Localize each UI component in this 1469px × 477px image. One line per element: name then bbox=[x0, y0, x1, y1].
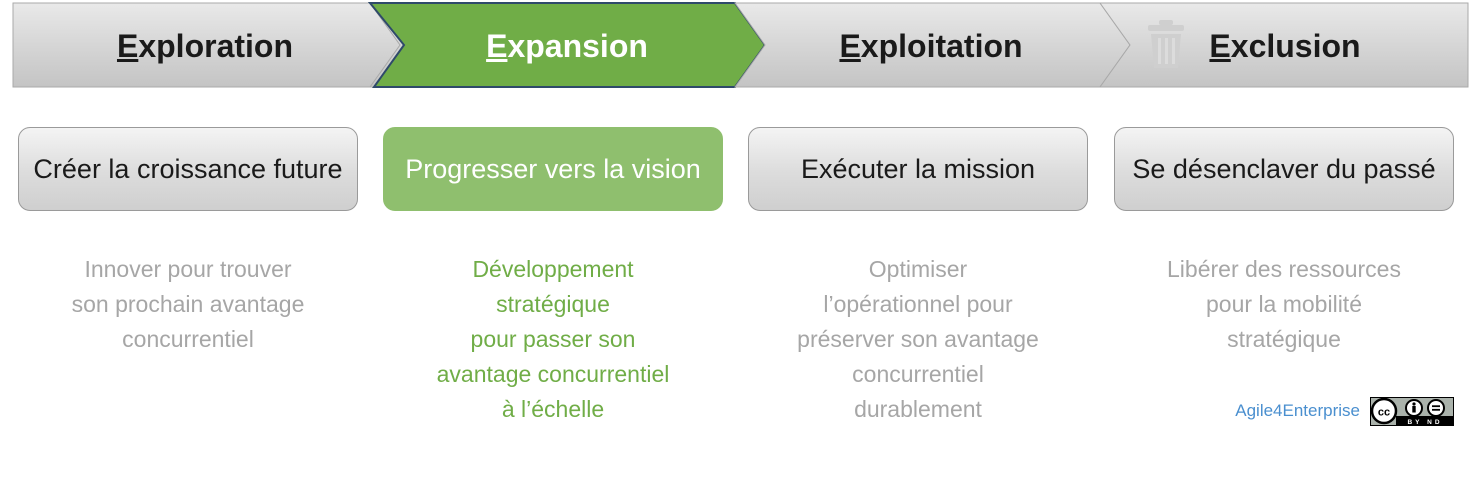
brand-label: Agile4Enterprise bbox=[1235, 401, 1360, 420]
svg-text:cc: cc bbox=[1378, 407, 1390, 419]
phase-title-rest: xploration bbox=[138, 28, 293, 64]
phase-chevron-bar bbox=[12, 1, 1469, 88]
phase-initial: E bbox=[839, 28, 861, 64]
chevron-exclusion bbox=[1099, 2, 1469, 88]
phase-initial: E bbox=[486, 28, 508, 64]
phase-title-rest: xpansion bbox=[507, 28, 648, 64]
chevron-exploration bbox=[12, 2, 401, 88]
trash-icon bbox=[1148, 20, 1184, 68]
goal-box-exploration: Créer la croissance future bbox=[18, 127, 358, 211]
goal-box-exploitation: Exécuter la mission bbox=[748, 127, 1088, 211]
phase-initial: E bbox=[1209, 28, 1231, 64]
description-exclusion: Libérer des ressources pour la mobilité … bbox=[1167, 256, 1401, 352]
license-text: BY ND bbox=[1407, 419, 1442, 426]
phase-title-rest: xclusion bbox=[1230, 28, 1361, 64]
phase-initial: E bbox=[116, 28, 139, 64]
goal-box-exclusion: Se désenclaver du passé bbox=[1114, 127, 1454, 211]
phase-title-rest: xploitation bbox=[860, 28, 1023, 64]
phase-title-exploitation: Exploitation bbox=[756, 24, 1106, 68]
phase-title-exclusion: Exclusion bbox=[1110, 24, 1460, 68]
goal-text: Créer la croissance future bbox=[33, 154, 343, 184]
description-exploration: Innover pour trouver son prochain avanta… bbox=[71, 256, 305, 352]
goal-box-expansion: Progresser vers la vision bbox=[383, 127, 723, 211]
cc-by-nd-icon: cc BY ND bbox=[1370, 397, 1454, 426]
description-exploitation: Optimiser l’opérationnel pour préserver … bbox=[797, 256, 1039, 422]
goal-text: Progresser vers la vision bbox=[405, 154, 701, 184]
goal-text: Se désenclaver du passé bbox=[1132, 154, 1436, 184]
goal-text: Exécuter la mission bbox=[800, 154, 1036, 184]
phase-title-exploration: Exploration bbox=[30, 24, 380, 68]
phase-title-expansion: Expansion bbox=[392, 24, 742, 68]
description-expansion: Développement stratégique pour passer so… bbox=[436, 256, 670, 422]
